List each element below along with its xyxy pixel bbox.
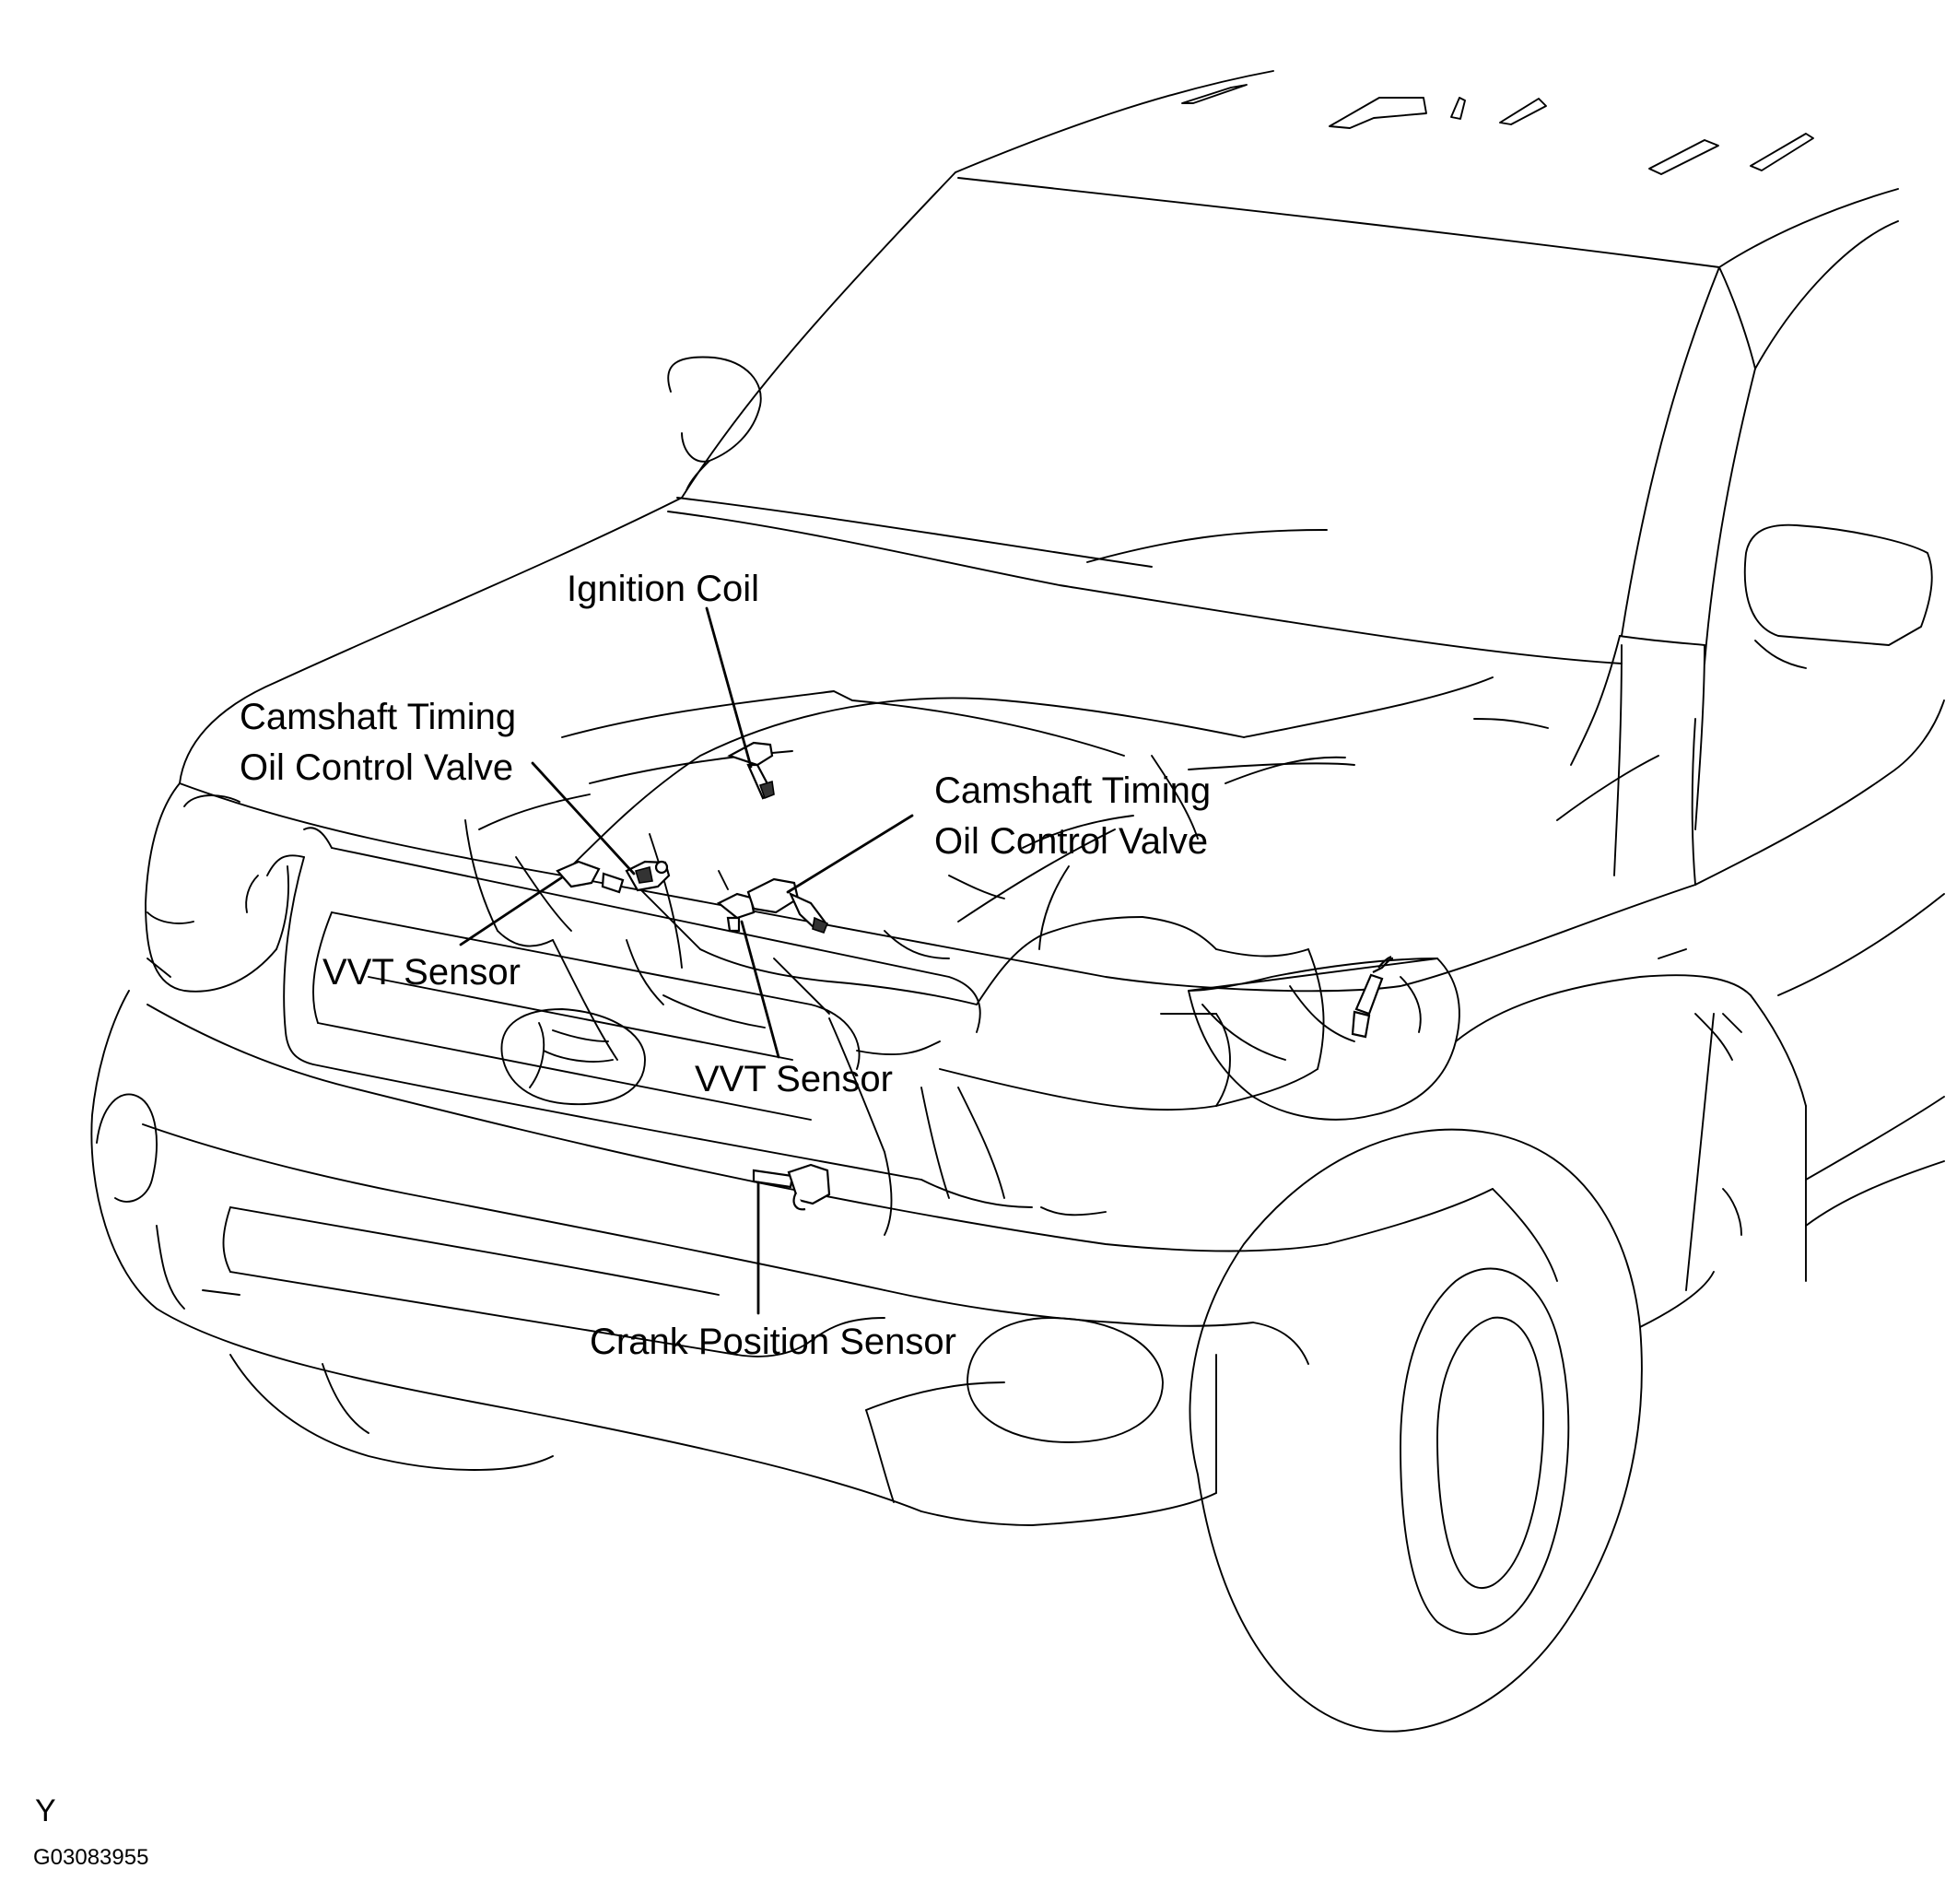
engine-bay <box>464 690 1325 1236</box>
label-left-ocv-line1: Camshaft Timing <box>240 697 517 737</box>
label-right-ocv-line1: Camshaft Timing <box>934 770 1212 811</box>
right-ocv-part <box>746 877 829 934</box>
label-right-ocv: Camshaft Timing Oil Control Valve <box>934 766 1211 867</box>
right-headlamp <box>1188 958 1460 1121</box>
hood <box>179 497 1696 993</box>
label-right-ocv-line2: Oil Control Valve <box>934 821 1209 862</box>
leader-left-vvt <box>459 876 564 946</box>
grille <box>266 827 981 1181</box>
label-ignition-coil: Ignition Coil <box>567 569 760 609</box>
right-mirror <box>1743 523 1933 669</box>
label-left-ocv: Camshaft Timing Oil Control Valve <box>240 692 516 793</box>
label-left-ocv-line2: Oil Control Valve <box>240 747 514 788</box>
leader-left-ocv <box>531 761 636 876</box>
right-fender <box>1455 644 1945 1291</box>
left-mirror <box>667 356 762 491</box>
label-crank-sensor: Crank Position Sensor <box>590 1322 956 1362</box>
truck-cab <box>667 70 1899 830</box>
figure-code: G03083955 <box>33 1845 149 1870</box>
view-letter: Y <box>35 1793 56 1828</box>
ignition-coil-part <box>727 741 775 800</box>
front-tire <box>1189 1128 1715 1733</box>
left-headlamp <box>145 782 290 993</box>
left-vvt-part <box>556 860 625 894</box>
leader-ignition-coil <box>705 606 753 769</box>
leader-right-ocv <box>786 814 914 894</box>
left-ocv-part <box>625 860 671 892</box>
right-vvt-part <box>716 892 756 933</box>
oxygen-sensor-part <box>1351 955 1394 1039</box>
crank-sensor-part <box>752 1163 831 1211</box>
label-left-vvt: VVT Sensor <box>322 952 521 993</box>
label-right-vvt: VVT Sensor <box>695 1059 893 1099</box>
leader-lines <box>459 606 914 1315</box>
leader-right-vvt <box>740 920 780 1059</box>
